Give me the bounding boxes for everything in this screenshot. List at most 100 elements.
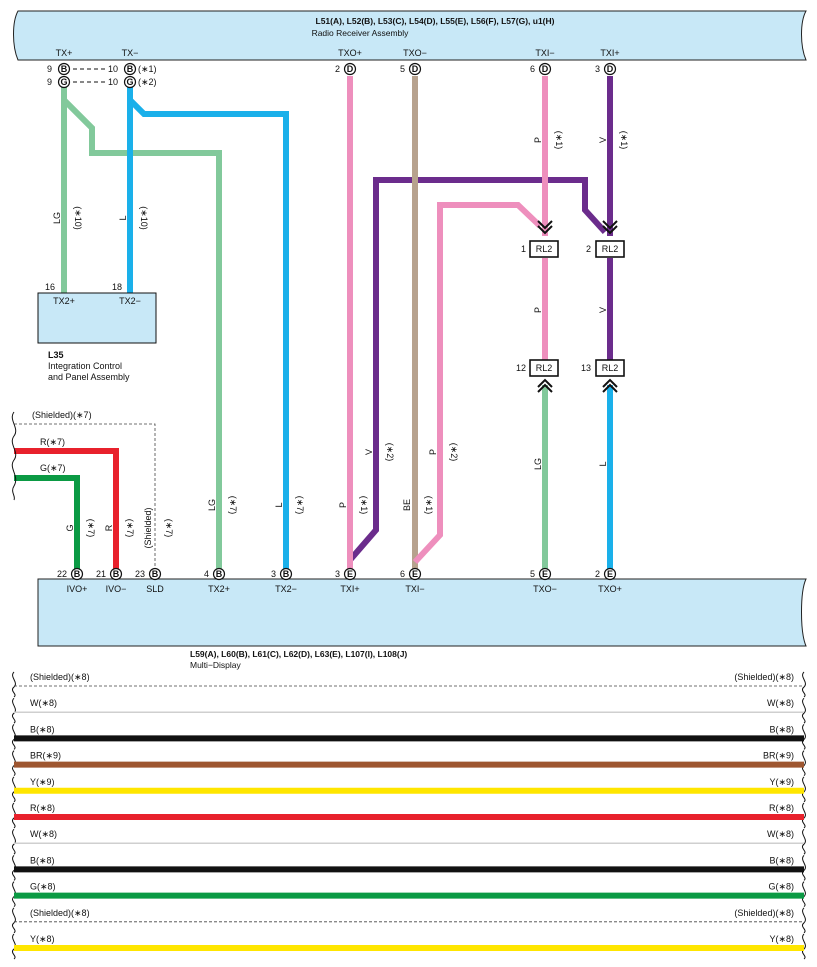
connector-txi-minus: 6 D	[530, 62, 552, 76]
svg-text:P: P	[428, 449, 438, 455]
connector-txo-plus: 2 D	[335, 62, 357, 76]
svg-text:G: G	[60, 77, 67, 87]
legend-wire-5: R(∗8) R(∗8)	[11, 802, 806, 829]
label-lg-7: LG (∗7)	[207, 496, 238, 515]
svg-text:(∗7): (∗7)	[125, 519, 135, 538]
legend-label-right: W(∗8)	[767, 698, 794, 708]
svg-text:E: E	[607, 569, 613, 579]
svg-text:(∗1): (∗1)	[424, 496, 434, 515]
display-pin-txo-minus: 5 E TXO−	[530, 567, 557, 594]
label-shielded-top: (Shielded)(∗7)	[32, 410, 92, 420]
label-v-2: V (∗2)	[364, 443, 395, 462]
svg-text:G: G	[65, 524, 75, 531]
legend-wire-2: B(∗8) B(∗8)	[11, 724, 806, 750]
l35-name-2: and Panel Assembly	[48, 372, 130, 382]
legend-label-right: R(∗8)	[769, 803, 794, 813]
display-title: L59(A), L60(B), L61(C), L62(D), L63(E), …	[190, 649, 407, 659]
svg-text:5: 5	[400, 64, 405, 74]
svg-text:10: 10	[108, 77, 118, 87]
svg-text:D: D	[412, 64, 419, 74]
svg-text:TXI+: TXI+	[340, 584, 359, 594]
svg-text:1: 1	[521, 244, 526, 254]
label-lg-10: LG (∗10)	[52, 206, 83, 230]
label-g7: G(∗7)	[40, 463, 66, 473]
svg-text:TX2−: TX2−	[119, 296, 141, 306]
svg-text:2: 2	[595, 569, 600, 579]
svg-text:B: B	[283, 569, 290, 579]
wire-p-cross	[412, 202, 543, 565]
svg-text:(∗7): (∗7)	[228, 496, 238, 515]
relay-lower-right: 13 RL2	[581, 359, 625, 393]
display-pin-tx2-plus: 4 B TX2+	[204, 567, 230, 594]
svg-text:RL2: RL2	[536, 244, 553, 254]
svg-text:(Shielded): (Shielded)	[143, 507, 153, 548]
svg-text:L: L	[274, 502, 284, 507]
legend-wire-6: W(∗8)W(∗8)	[11, 828, 806, 855]
svg-text:RL2: RL2	[536, 363, 553, 373]
display-pin-sld: 23 B SLD	[135, 567, 164, 594]
display-pin-ivo-minus: 21 B IVO−	[96, 567, 127, 594]
svg-text:TXI−: TXI−	[405, 584, 424, 594]
legend-label-right: W(∗8)	[767, 829, 794, 839]
legend-label-right: (Shielded)(∗8)	[734, 672, 794, 682]
svg-text:RL2: RL2	[602, 244, 619, 254]
legend-label-left: BR(∗9)	[30, 751, 61, 761]
svg-text:LG: LG	[52, 212, 62, 224]
svg-text:B: B	[127, 64, 134, 74]
svg-text:23: 23	[135, 569, 145, 579]
svg-text:10: 10	[108, 64, 118, 74]
label-g-7: G (∗7)	[65, 519, 96, 538]
label-v-1-top: V (∗1)	[598, 131, 629, 150]
label-be-1: BE (∗1)	[402, 496, 434, 515]
svg-text:LG: LG	[207, 499, 217, 511]
svg-text:TXO−: TXO−	[533, 584, 557, 594]
legend-label-left: Y(∗9)	[30, 777, 55, 787]
legend-wire-9: (Shielded)(∗8)(Shielded)(∗8)	[11, 907, 806, 934]
svg-text:(∗10): (∗10)	[73, 206, 83, 230]
pin-sig-tx-minus: TX−	[122, 48, 139, 58]
svg-text:P: P	[533, 137, 543, 143]
svg-text:B: B	[113, 569, 120, 579]
shield-outline	[14, 423, 156, 570]
display-pin-txi-plus: 3 E TXI+	[335, 567, 360, 594]
svg-text:V: V	[364, 449, 374, 455]
svg-text:22: 22	[57, 569, 67, 579]
legend-label-right: B(∗8)	[769, 724, 794, 734]
svg-text:(∗7): (∗7)	[86, 519, 96, 538]
legend-wire-3: BR(∗9)BR(∗9)	[11, 750, 806, 776]
svg-text:IVO−: IVO−	[106, 584, 127, 594]
svg-text:(∗2): (∗2)	[385, 443, 395, 462]
l35-name-1: Integration Control	[48, 361, 122, 371]
svg-text:3: 3	[595, 64, 600, 74]
svg-text:(∗7): (∗7)	[164, 519, 174, 538]
wire-legend: (Shielded)(∗8)(Shielded)(∗8)W(∗8)W(∗8)B(…	[11, 671, 806, 960]
legend-label-left: R(∗8)	[30, 803, 55, 813]
legend-label-left: Y(∗8)	[30, 934, 55, 944]
radio-receiver-name: Radio Receiver Assembly	[312, 28, 410, 38]
svg-text:9: 9	[47, 77, 52, 87]
legend-label-right: (Shielded)(∗8)	[734, 908, 794, 918]
svg-text:2: 2	[586, 244, 591, 254]
svg-text:(∗1): (∗1)	[359, 496, 369, 515]
display-pin-tx2-minus: 3 B TX2−	[271, 567, 297, 594]
legend-wire-0: (Shielded)(∗8)(Shielded)(∗8)	[11, 671, 806, 698]
legend-wire-7: B(∗8)B(∗8)	[11, 855, 806, 881]
radio-receiver-title: L51(A), L52(B), L53(C), L54(D), L55(E), …	[316, 16, 555, 26]
svg-text:5: 5	[530, 569, 535, 579]
svg-text:9: 9	[47, 64, 52, 74]
wire-lg-tx2-plus	[61, 83, 222, 570]
svg-text:BE: BE	[402, 499, 412, 511]
svg-text:B: B	[216, 569, 223, 579]
label-p-mid: P	[533, 307, 543, 313]
svg-text:(∗7): (∗7)	[295, 496, 305, 515]
label-r-7: R (∗7)	[104, 519, 135, 538]
svg-text:3: 3	[335, 569, 340, 579]
pin-sig-txi-minus: TXI−	[535, 48, 554, 58]
legend-label-left: B(∗8)	[30, 724, 55, 734]
relay-lower-left: 12 RL2	[516, 359, 559, 393]
svg-text:E: E	[542, 569, 548, 579]
connector-txo-minus: 5 D	[400, 62, 422, 76]
svg-text:G: G	[126, 77, 133, 87]
svg-text:TX2−: TX2−	[275, 584, 297, 594]
